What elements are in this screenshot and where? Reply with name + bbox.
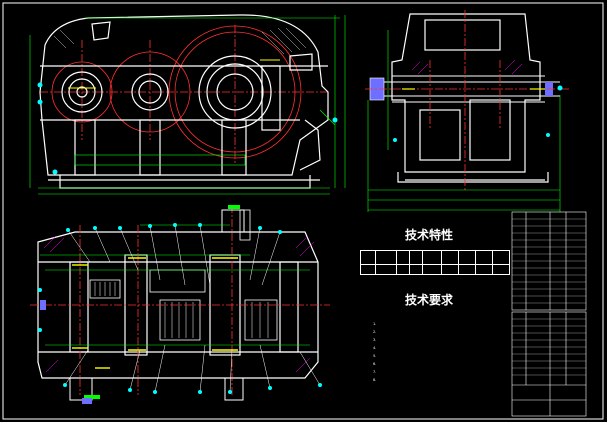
requirement-item: 1. <box>373 322 377 326</box>
requirement-item: 8. <box>373 378 377 382</box>
side-view <box>365 10 570 212</box>
technical-characteristics-title: 技术特性 <box>405 228 454 242</box>
title-block <box>511 311 587 417</box>
requirement-item: 6. <box>373 362 377 366</box>
technical-requirements-list: 1. 2. 3. 4. 5. 6. 7. 8. <box>373 320 508 384</box>
title-block-rows <box>512 318 586 376</box>
technical-requirements-title: 技术要求 <box>405 293 454 307</box>
front-view <box>29 14 346 195</box>
requirement-item: 5. <box>373 354 377 358</box>
requirement-item: 3. <box>373 338 377 342</box>
technical-characteristics-table <box>360 250 510 275</box>
parts-list-rows <box>512 218 586 304</box>
requirement-item: 2. <box>373 330 377 334</box>
top-section-view <box>30 205 330 404</box>
requirement-item: 7. <box>373 370 377 374</box>
requirement-item: 4. <box>373 346 377 350</box>
